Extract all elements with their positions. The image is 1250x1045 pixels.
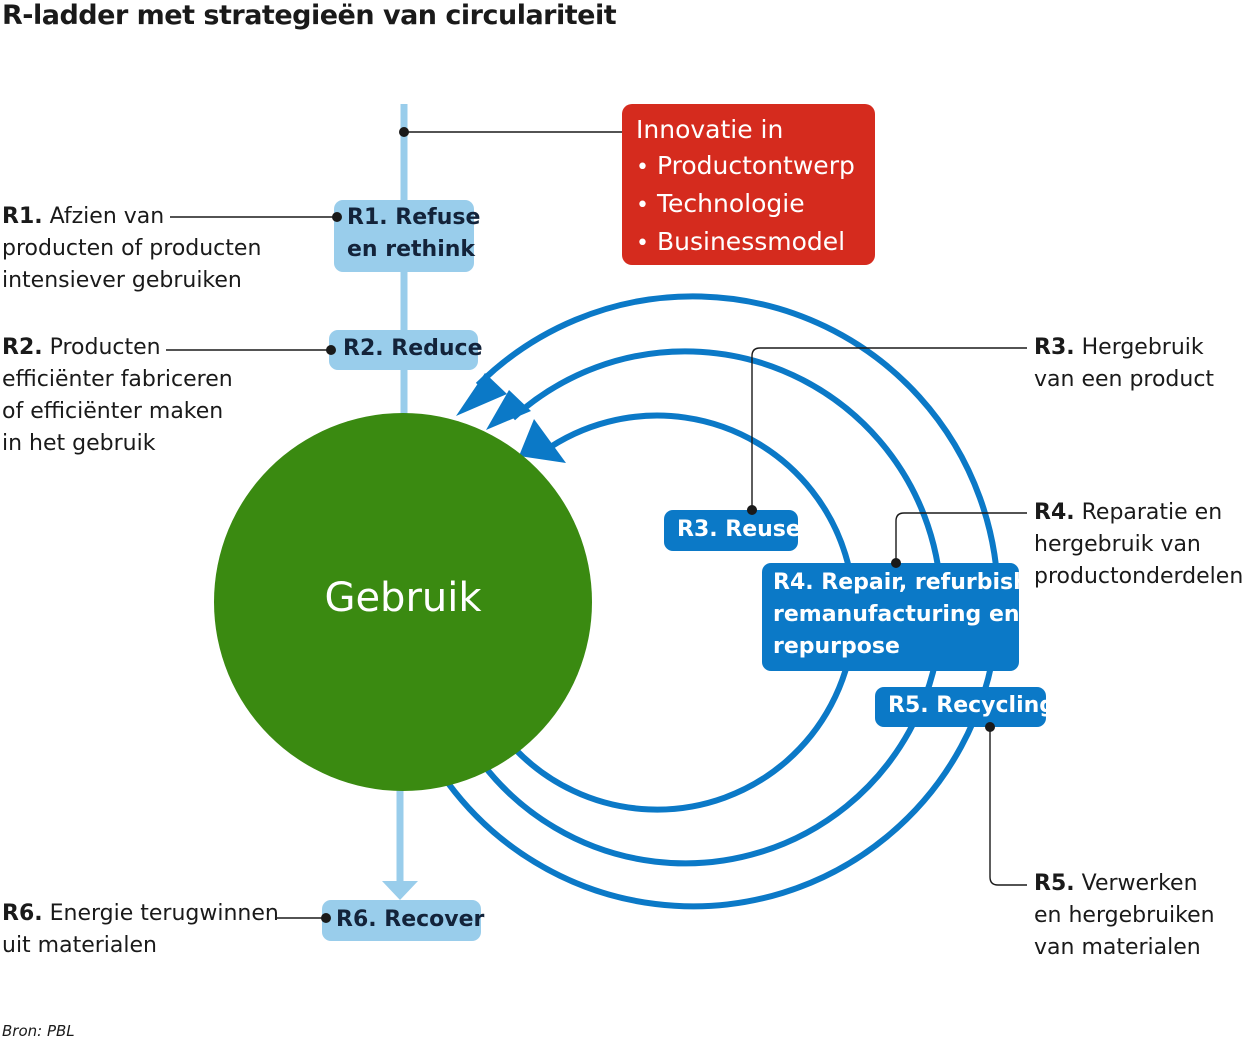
label-r1-line2: producten of producten xyxy=(2,236,262,261)
source-note: Bron: PBL xyxy=(2,1022,75,1040)
loop-reuse-arrowhead xyxy=(519,419,566,463)
label-r2-line1: Producten xyxy=(49,335,161,360)
label-r1-code: R1. xyxy=(2,204,43,229)
box-r4-repair: R4. Repair, refurbish, remanufacturing e… xyxy=(762,563,1038,671)
label-r3-code: R3. xyxy=(1034,335,1075,360)
loop-repair-arrowhead xyxy=(486,390,531,430)
dot-r2 xyxy=(326,345,336,355)
innovation-item: Businessmodel xyxy=(636,224,865,262)
label-r6-line1: Energie terugwinnen xyxy=(49,901,279,926)
connector-r5 xyxy=(989,727,1027,886)
label-r5-line2: en hergebruiken xyxy=(1034,903,1215,928)
label-r6-line2: uit materialen xyxy=(2,933,157,958)
label-r5-line1: Verwerken xyxy=(1081,871,1198,896)
box-r4-line2: remanufacturing en xyxy=(773,602,1020,627)
label-r2-line2: efficiënter fabriceren xyxy=(2,367,233,392)
dot-r6 xyxy=(321,913,331,923)
box-r4-line3: repurpose xyxy=(773,634,900,659)
label-r4-code: R4. xyxy=(1034,500,1075,525)
label-r2-code: R2. xyxy=(2,335,43,360)
use-label: Gebruik xyxy=(324,575,482,621)
use-circle xyxy=(214,413,592,791)
label-r1: R1. Afzien van producten of producten in… xyxy=(2,201,261,297)
box-r1-refuse: R1. Refuse en rethink xyxy=(334,200,481,272)
dot-r1 xyxy=(332,212,342,222)
innovation-item: Technologie xyxy=(636,186,865,224)
dot-r3 xyxy=(747,505,757,515)
flow-arrow-to-recover xyxy=(382,881,418,900)
loop-recycling-arrowhead xyxy=(456,373,507,416)
label-r6-code: R6. xyxy=(2,901,43,926)
box-r5-recycling: R5. Recycling xyxy=(875,687,1055,727)
label-r5-code: R5. xyxy=(1034,871,1075,896)
label-r4-line3: productonderdelen xyxy=(1034,564,1244,589)
box-r2-reduce: R2. Reduce xyxy=(329,330,483,370)
label-r3-line2: van een product xyxy=(1034,367,1215,392)
connector-r4 xyxy=(895,512,1027,563)
box-r1-line2: en rethink xyxy=(347,237,476,262)
box-r3-reuse: R3. Reuse xyxy=(664,510,801,551)
label-r1-line3: intensiever gebruiken xyxy=(2,268,242,293)
label-r4-line1: Reparatie en xyxy=(1081,500,1223,525)
innovation-heading: Innovatie in xyxy=(636,115,784,144)
label-r2: R2. Producten efficiënter fabriceren of … xyxy=(2,332,233,460)
innovation-item: Productontwerp xyxy=(636,148,865,186)
box-r4-line1: R4. Repair, refurbish, xyxy=(773,570,1038,595)
label-r1-line1: Afzien van xyxy=(49,204,165,229)
label-r3-line1: Hergebruik xyxy=(1081,335,1204,360)
connector-r3 xyxy=(751,347,1027,510)
dot-r4 xyxy=(891,558,901,568)
label-r5-line3: van materialen xyxy=(1034,935,1201,960)
innovation-box: Innovatie in Productontwerp Technologie … xyxy=(622,104,875,265)
label-r6: R6. Energie terugwinnen uit materialen xyxy=(2,898,279,962)
dot-r5 xyxy=(985,722,995,732)
box-r1-line1: R1. Refuse xyxy=(347,205,481,230)
label-r5: R5. Verwerken en hergebruiken van materi… xyxy=(1034,868,1215,964)
label-r4-line2: hergebruik van xyxy=(1034,532,1201,557)
label-r2-line3: of efficiënter maken xyxy=(2,399,224,424)
dot-innovation xyxy=(399,127,409,137)
label-r3: R3. Hergebruik van een product xyxy=(1034,332,1214,396)
diagram-title: R-ladder met strategieën van circularite… xyxy=(2,0,617,31)
innovation-list: Productontwerp Technologie Businessmodel xyxy=(636,148,865,262)
box-r6-recover: R6. Recover xyxy=(322,900,484,941)
label-r4: R4. Reparatie en hergebruik van producto… xyxy=(1034,497,1243,593)
label-r2-line4: in het gebruik xyxy=(2,431,156,456)
